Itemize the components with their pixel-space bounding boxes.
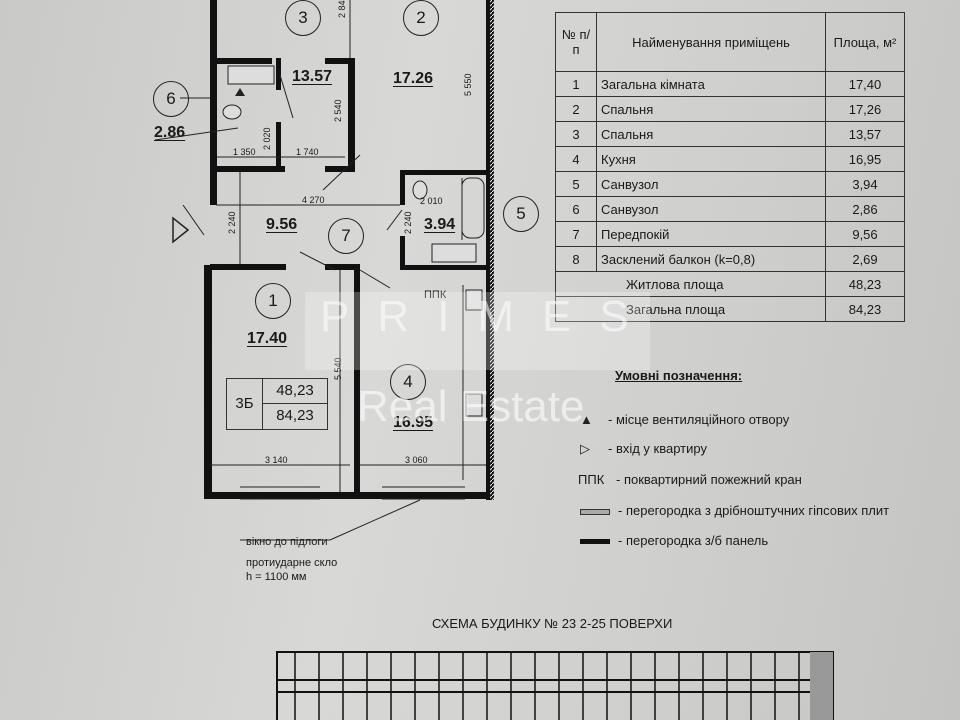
scheme-title: СХЕМА БУДИНКУ № 23 2-25 ПОВЕРХИ [432,616,673,631]
dim: 2 020 [262,127,272,150]
dim: 3 140 [265,455,288,465]
room-1-marker: 1 [255,283,291,319]
dim: 1 350 [233,147,256,157]
room-6-marker: 6 [153,81,189,117]
room-3-area: 13.57 [292,68,333,85]
room-4-area: 16.95 [393,414,434,431]
entrance-arrow-icon [172,216,190,244]
window-note-1: вікно до підлоги [246,536,328,548]
window-note-3: h = 1100 мм [246,571,307,583]
dim: 4 270 [302,195,325,205]
legend-item-ppk: ППК- поквартирний пожежний кран [578,472,802,487]
header-area: Площа, м² [825,12,905,72]
legend-title: Умовні позначення: [615,368,743,383]
watermark-box [305,292,650,370]
dim: 1 740 [296,147,319,157]
header-name: Найменування приміщень [596,12,826,72]
room-2-area: 17.26 [393,70,434,87]
vent-triangle-icon: ▲ [580,412,593,427]
room-2-marker: 2 [403,0,439,36]
building-scheme [276,651,834,720]
legend-item-entrance: ▷- вхід у квартиру [580,441,707,456]
living-area: 48,23 [263,379,327,404]
room-7-area: 9.56 [266,216,298,233]
dim: 5 550 [463,73,473,96]
room-4-marker: 4 [390,364,426,400]
dim: 2 540 [333,99,343,122]
dim: 2 240 [403,211,413,234]
header-num: № п/п [555,12,597,72]
ppk-label: ППК [424,289,447,301]
room-3-marker: 3 [285,0,321,36]
dim: 2 240 [227,211,237,234]
window-note-2: протиударне скло [246,557,338,569]
total-area: 84,23 [276,407,314,424]
legend-item-concrete: - перегородка з/б панель [580,533,768,548]
room-1-area: 17.40 [247,330,288,347]
dim: 3 060 [405,455,428,465]
apartment-type: 3Б [227,379,263,429]
room-7-marker: 7 [328,218,364,254]
room-5-area: 3.94 [424,216,456,233]
apartment-type-box: 3Б 48,23 84,23 [226,378,328,430]
concrete-partition-icon [580,539,610,545]
room-5-marker: 5 [503,196,539,232]
room-6-area: 2.86 [154,124,186,141]
vent-triangle-icon [235,88,245,96]
watermark-sub: Real Estate [357,382,585,431]
watermark-brand: PRIMES [320,292,657,341]
dim: 2 840 [337,0,347,18]
legend-item-vent: ▲- місце вентиляційного отвору [580,412,790,427]
legend-item-gypsum: - перегородка з дрібноштучних гіпсових п… [580,503,889,518]
dim: 2 010 [420,196,443,206]
entrance-arrow-icon: ▷ [580,441,590,456]
gypsum-partition-icon [580,508,610,515]
